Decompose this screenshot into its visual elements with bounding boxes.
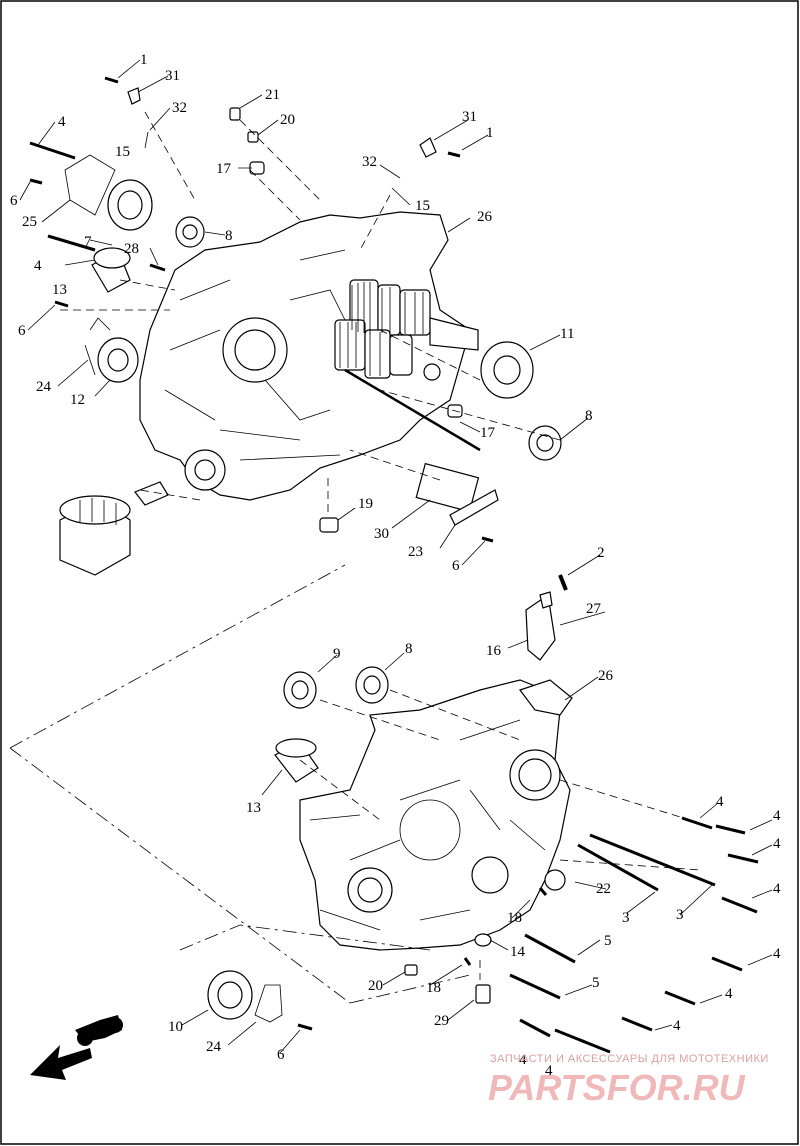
callout-14: 14 bbox=[510, 944, 526, 960]
callout-10: 10 bbox=[168, 1019, 183, 1035]
callout-6-b: 6 bbox=[18, 323, 26, 339]
callout-5-a: 5 bbox=[604, 933, 612, 949]
callout-3-b: 3 bbox=[676, 907, 684, 923]
callout-5-b: 5 bbox=[592, 975, 600, 991]
callout-31-upper: 31 bbox=[165, 68, 180, 84]
callout-24-upper: 24 bbox=[36, 379, 52, 395]
callout-6-d: 6 bbox=[277, 1047, 285, 1063]
lower-crankcase-half bbox=[299, 591, 573, 951]
callout-12: 12 bbox=[70, 392, 85, 408]
callout-22: 22 bbox=[596, 881, 611, 897]
callout-20-upper: 20 bbox=[280, 112, 295, 128]
bearings-upper bbox=[64, 107, 562, 533]
callout-1-right: 1 bbox=[486, 125, 494, 141]
callout-8-c: 8 bbox=[405, 641, 413, 657]
watermark-tagline: ЗАПЧАСТИ И АКСЕССУАРЫ ДЛЯ МОТОТЕХНИКИ bbox=[490, 1053, 769, 1065]
callout-4-h: 4 bbox=[725, 986, 733, 1002]
watermark-logo: PARTSFOR.RU bbox=[488, 1067, 746, 1108]
callout-16: 16 bbox=[486, 643, 502, 659]
callout-11: 11 bbox=[560, 326, 574, 342]
callout-4-e: 4 bbox=[773, 836, 781, 852]
callout-29: 29 bbox=[434, 1013, 449, 1029]
callout-17-right: 17 bbox=[480, 425, 496, 441]
callout-18-lower: 18 bbox=[426, 980, 441, 996]
callout-4-f: 4 bbox=[773, 881, 781, 897]
callout-26-upper: 26 bbox=[477, 209, 493, 225]
callout-2: 2 bbox=[597, 545, 605, 561]
bolts-lower bbox=[297, 816, 759, 1054]
callout-7: 7 bbox=[84, 234, 92, 250]
callout-18-upper: 18 bbox=[507, 910, 522, 926]
callout-4-g: 4 bbox=[773, 946, 781, 962]
oil-filter bbox=[59, 481, 169, 576]
callout-8-b: 8 bbox=[585, 408, 593, 424]
callout-25: 25 bbox=[22, 214, 37, 230]
callout-32-upper: 32 bbox=[172, 100, 187, 116]
callout-28: 28 bbox=[124, 241, 139, 257]
callout-17-upper: 17 bbox=[216, 161, 232, 177]
fasteners-upper bbox=[29, 76, 568, 591]
callout-15-right: 15 bbox=[415, 198, 430, 214]
callout-8-a: 8 bbox=[225, 228, 233, 244]
callout-15-upper: 15 bbox=[115, 144, 130, 160]
callout-26-lower: 26 bbox=[598, 668, 614, 684]
callout-9: 9 bbox=[333, 646, 341, 662]
callout-31-right: 31 bbox=[462, 109, 477, 125]
callout-24-lower: 24 bbox=[206, 1039, 222, 1055]
callout-4-a: 4 bbox=[58, 114, 66, 130]
callout-21: 21 bbox=[265, 87, 280, 103]
bearings-lower bbox=[207, 666, 566, 1023]
callout-32-right: 32 bbox=[362, 154, 377, 170]
callout-4-b: 4 bbox=[34, 258, 42, 274]
callout-4-i: 4 bbox=[673, 1018, 681, 1034]
callout-19: 19 bbox=[358, 496, 373, 512]
callout-13-lower: 13 bbox=[246, 800, 261, 816]
callout-13-upper: 13 bbox=[52, 282, 67, 298]
callout-27: 27 bbox=[586, 601, 602, 617]
callout-3-a: 3 bbox=[622, 910, 630, 926]
callout-4-k: 4 bbox=[545, 1063, 553, 1079]
callout-4-d: 4 bbox=[773, 808, 781, 824]
callout-1-upper: 1 bbox=[140, 52, 148, 68]
callout-6-a: 6 bbox=[10, 193, 18, 209]
callout-4-j: 4 bbox=[519, 1052, 527, 1068]
callout-6-c: 6 bbox=[452, 558, 460, 574]
upper-crankcase-half bbox=[139, 211, 481, 501]
transmission-gears bbox=[334, 279, 481, 452]
callout-23: 23 bbox=[408, 544, 423, 560]
callout-20-lower: 20 bbox=[368, 978, 383, 994]
front-direction-arrow-icon bbox=[30, 1015, 123, 1080]
callout-4-c: 4 bbox=[716, 794, 724, 810]
callout-30: 30 bbox=[374, 526, 389, 542]
